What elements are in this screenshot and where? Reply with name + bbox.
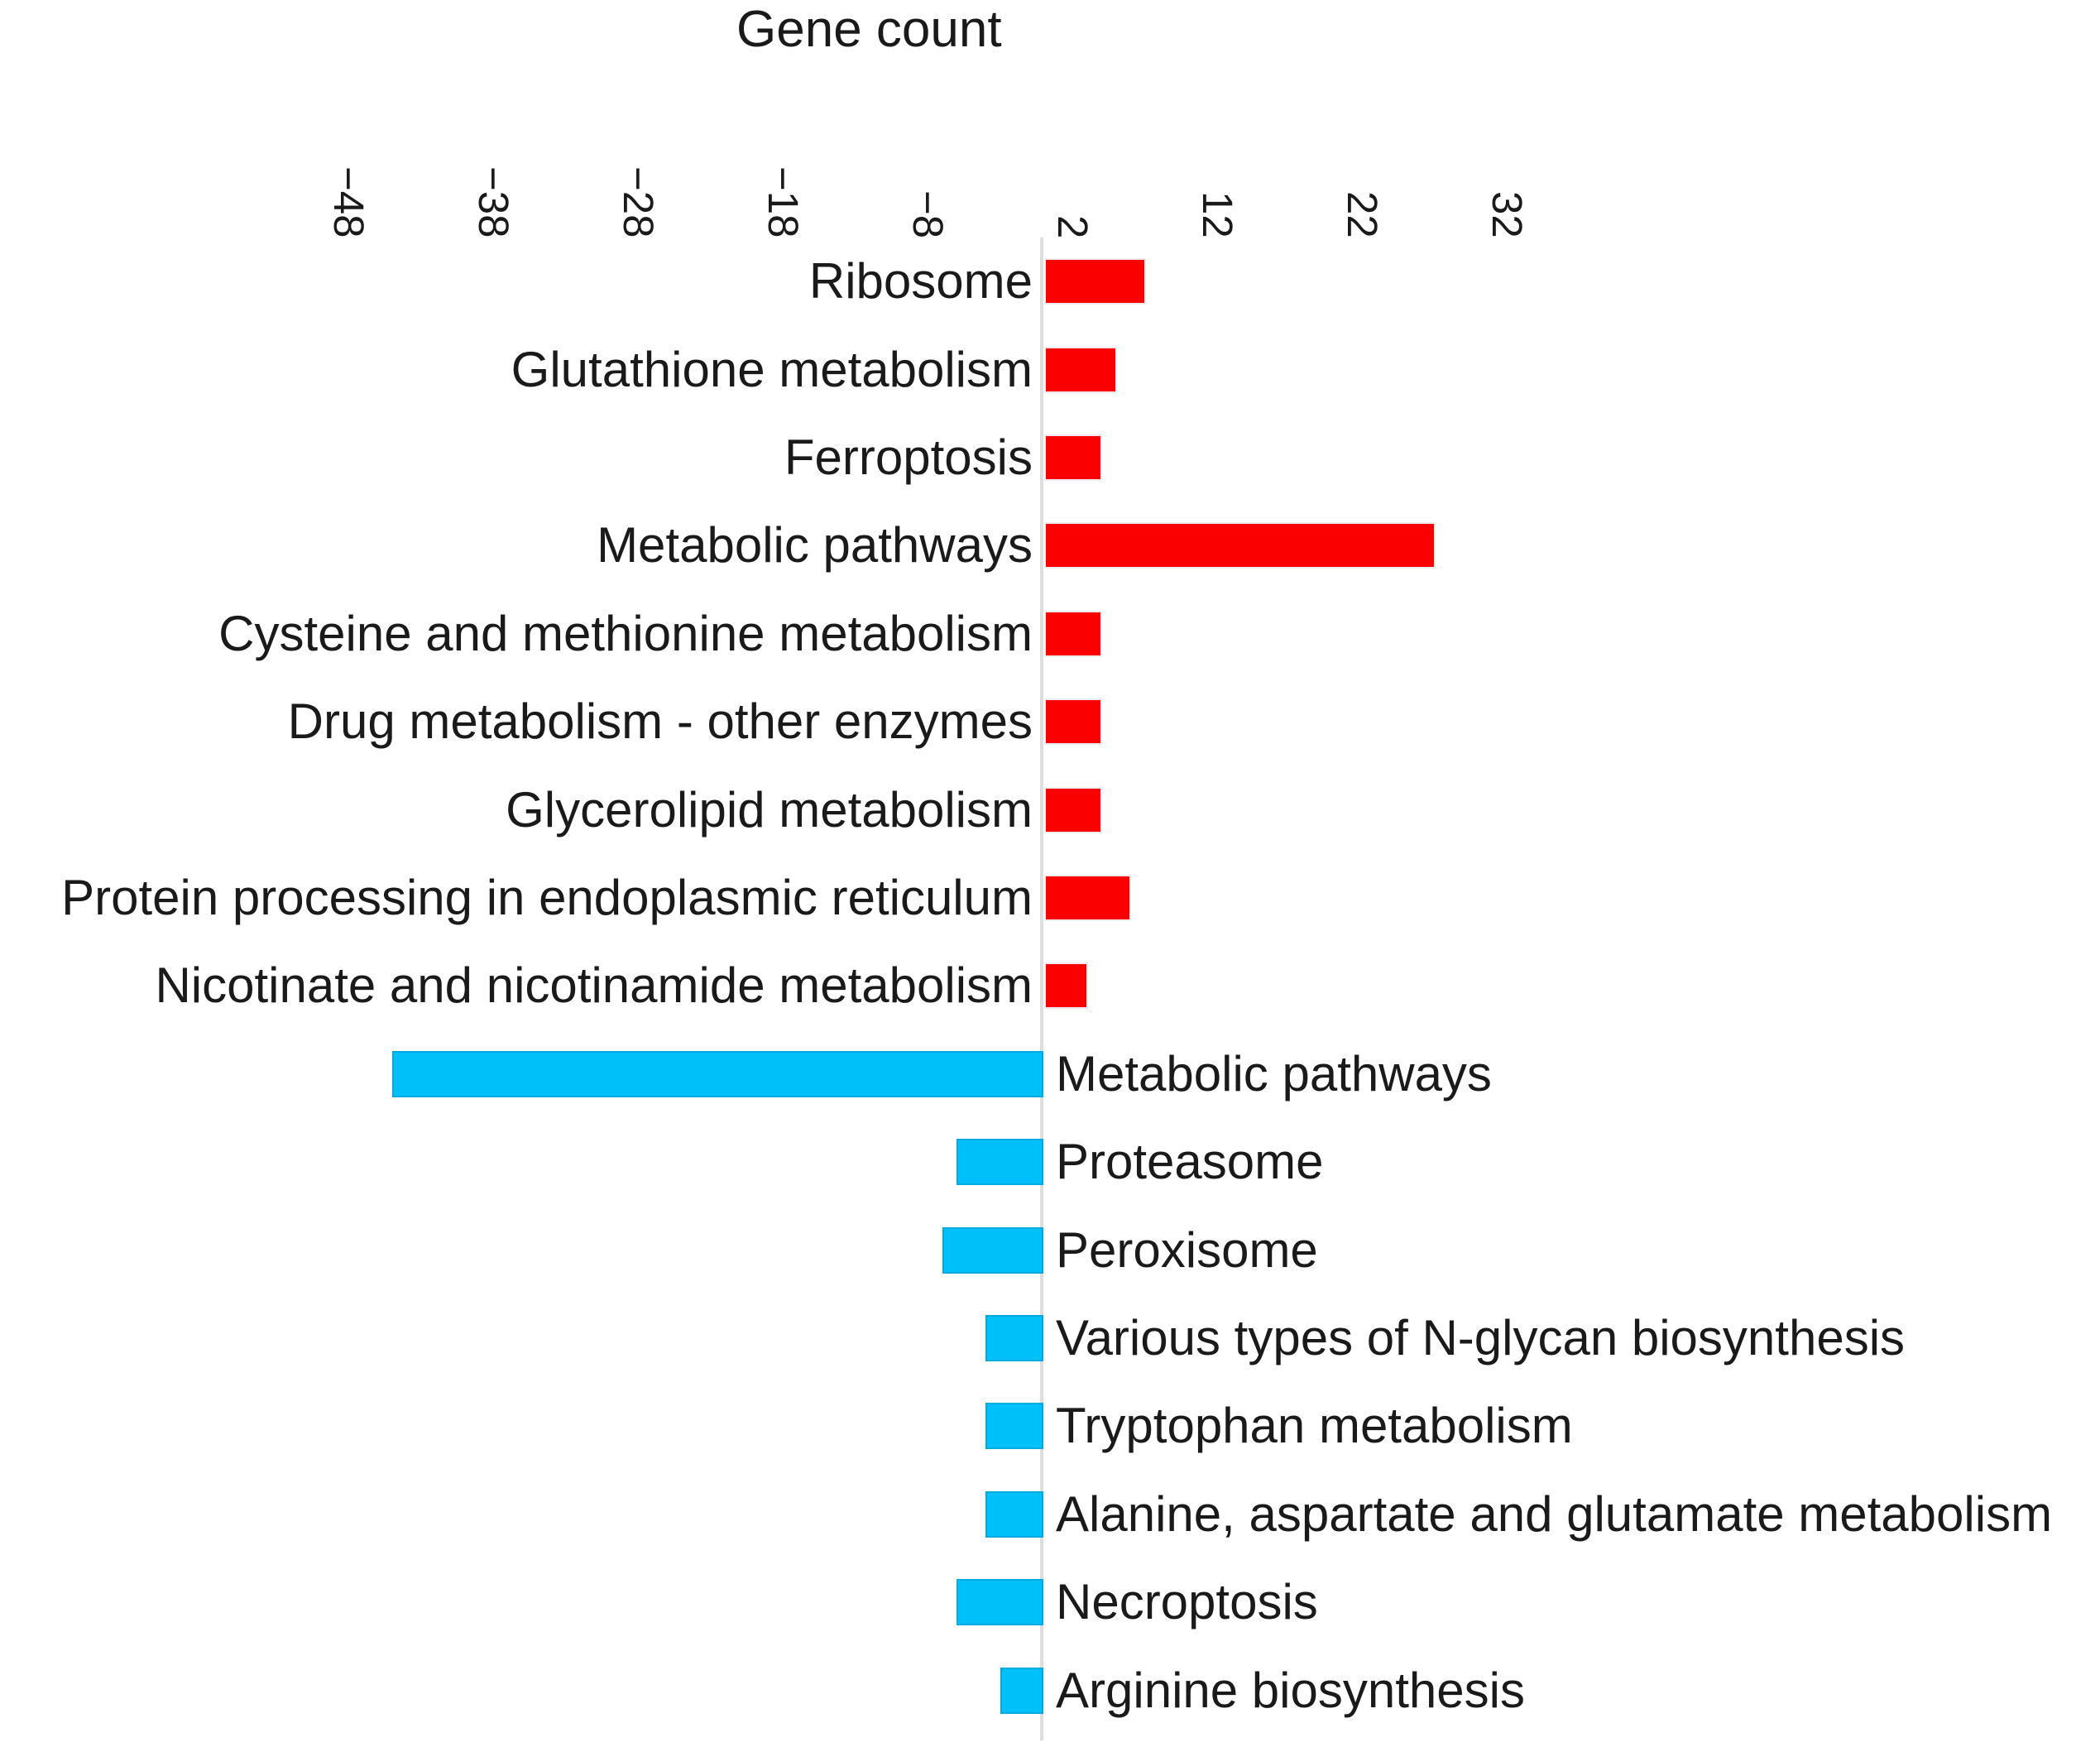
bar-row: Necroptosis — [0, 1558, 2100, 1646]
bar-row: Glutathione metabolism — [0, 325, 2100, 413]
downregulated-bar — [1000, 1667, 1043, 1714]
bar-label: Glutathione metabolism — [511, 341, 1033, 397]
bar-label: Tryptophan metabolism — [1056, 1398, 1573, 1454]
bar-row: Nicotinate and nicotinamide metabolism — [0, 942, 2100, 1029]
x-tick-label: −8 — [904, 190, 952, 238]
bar-row: Metabolic pathways — [0, 502, 2100, 589]
x-tick-label: −18 — [760, 166, 807, 238]
upregulated-bar — [1044, 258, 1146, 305]
upregulated-bar — [1044, 698, 1102, 746]
bar-row: Cysteine and methionine metabolism — [0, 590, 2100, 678]
bar-row: Peroxisome — [0, 1206, 2100, 1293]
downregulated-bar — [942, 1226, 1043, 1274]
x-tick-label: 22 — [1339, 191, 1386, 238]
chart-title: Gene count — [736, 1, 1002, 58]
bar-label: Necroptosis — [1056, 1574, 1318, 1630]
bar-label: Cysteine and methionine metabolism — [218, 605, 1033, 661]
upregulated-bar — [1044, 522, 1436, 569]
downregulated-bar — [957, 1579, 1043, 1626]
upregulated-bar — [1044, 874, 1131, 921]
bar-row: Various types of N-glycan biosynthesis — [0, 1294, 2100, 1382]
bar-label: Glycerolipid metabolism — [506, 781, 1033, 838]
bar-label: Metabolic pathways — [1056, 1045, 1492, 1101]
x-tick-label: −38 — [470, 166, 517, 238]
zero-axis-line — [1040, 238, 1043, 1740]
upregulated-bar — [1044, 786, 1102, 833]
upregulated-bar — [1044, 610, 1102, 657]
x-tick-label: 12 — [1194, 191, 1241, 238]
bar-row: Alanine, aspartate and glutamate metabol… — [0, 1471, 2100, 1558]
bar-row: Arginine biosynthesis — [0, 1646, 2100, 1734]
downregulated-bar — [391, 1050, 1043, 1097]
bar-label: Various types of N-glycan biosynthesis — [1056, 1309, 1906, 1365]
bar-label: Ferroptosis — [784, 429, 1033, 485]
bar-label: Peroxisome — [1056, 1221, 1318, 1278]
upregulated-bar — [1044, 962, 1088, 1010]
bar-row: Glycerolipid metabolism — [0, 766, 2100, 853]
downregulated-bar — [985, 1314, 1043, 1361]
downregulated-bar — [985, 1403, 1043, 1450]
bar-row: Tryptophan metabolism — [0, 1382, 2100, 1470]
bar-row: Ferroptosis — [0, 414, 2100, 502]
bar-row: Protein processing in endoplasmic reticu… — [0, 854, 2100, 942]
bar-label: Arginine biosynthesis — [1056, 1662, 1525, 1718]
x-tick-label: 2 — [1049, 214, 1096, 238]
x-tick-label: 32 — [1484, 191, 1531, 238]
bar-row: Proteasome — [0, 1118, 2100, 1206]
upregulated-bar — [1044, 434, 1102, 481]
bar-label: Ribosome — [808, 253, 1033, 310]
downregulated-bar — [957, 1139, 1043, 1186]
bar-label: Proteasome — [1056, 1134, 1324, 1190]
bar-label: Alanine, aspartate and glutamate metabol… — [1056, 1485, 2053, 1542]
upregulated-bar — [1044, 346, 1117, 393]
bar-row: Ribosome — [0, 238, 2100, 325]
bar-label: Metabolic pathways — [597, 517, 1033, 574]
bar-label: Nicotinate and nicotinamide metabolism — [155, 957, 1033, 1014]
x-tick-label: −28 — [615, 166, 662, 238]
bar-label: Protein processing in endoplasmic reticu… — [61, 869, 1033, 925]
bar-label: Drug metabolism - other enzymes — [287, 694, 1033, 750]
x-tick-label: −48 — [325, 166, 372, 238]
downregulated-bar — [985, 1490, 1043, 1538]
bar-row: Drug metabolism - other enzymes — [0, 678, 2100, 766]
bar-row: Metabolic pathways — [0, 1030, 2100, 1118]
